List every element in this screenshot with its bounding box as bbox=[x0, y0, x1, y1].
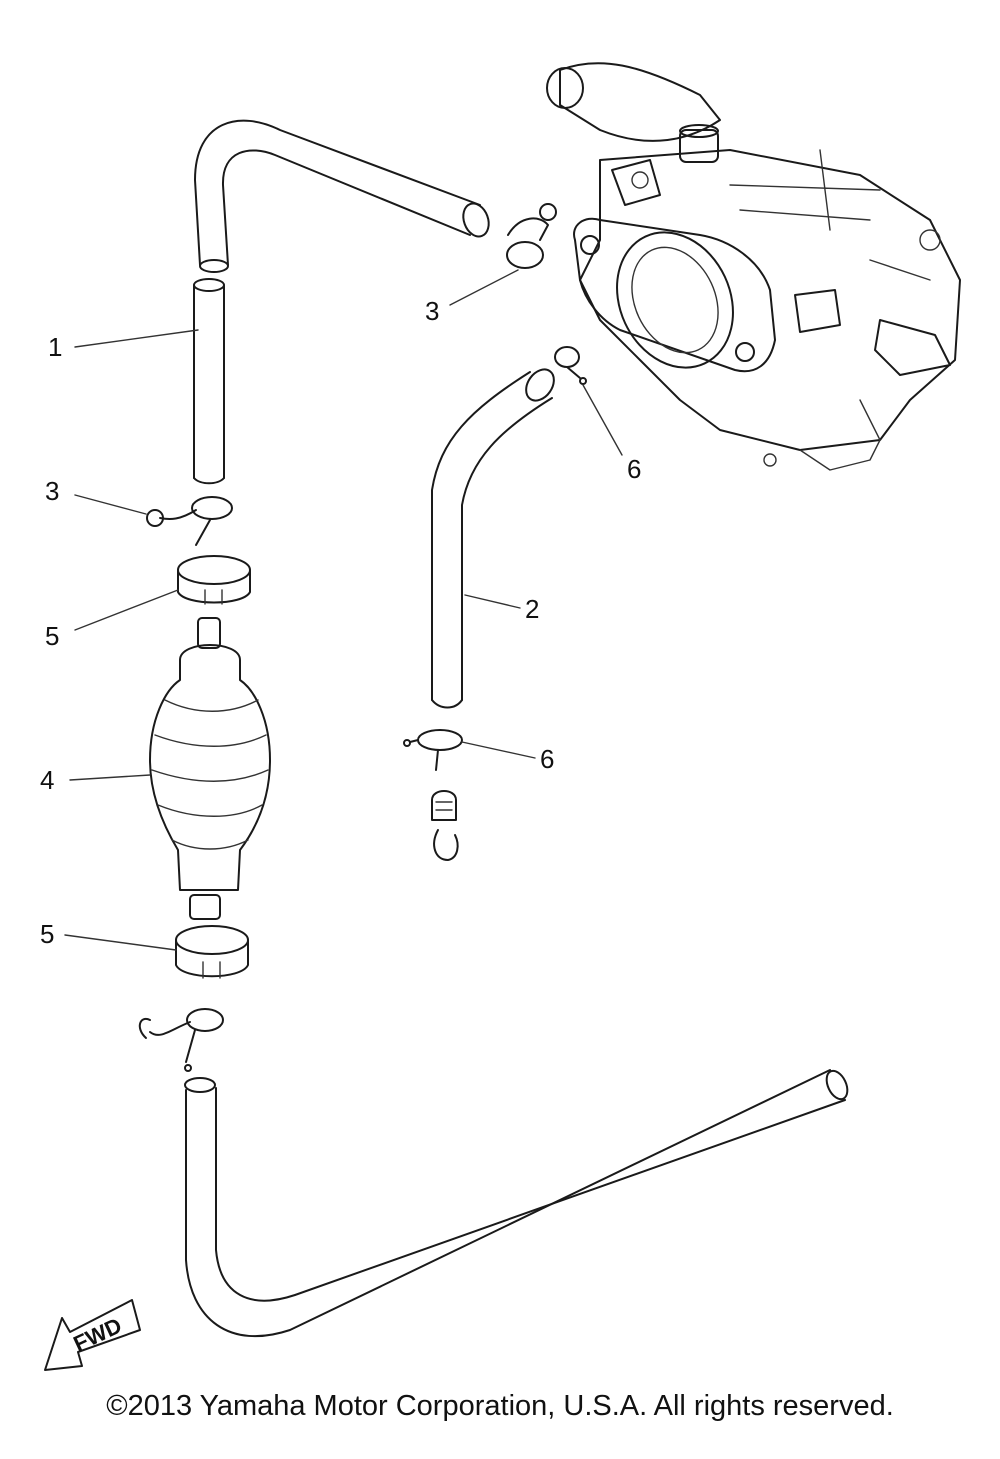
callout-2: 2 bbox=[525, 594, 539, 624]
fuel-hose-2 bbox=[431, 368, 555, 709]
hose-clip-3-top bbox=[506, 203, 557, 269]
callout-5-lower: 5 bbox=[40, 919, 54, 949]
callout-6-top: 6 bbox=[627, 454, 641, 484]
fuel-hose-1 bbox=[193, 119, 490, 485]
primer-bulb bbox=[149, 617, 271, 920]
hose-clip-lower bbox=[138, 1008, 224, 1072]
hose-fitting bbox=[431, 790, 459, 861]
copyright-notice: ©2013 Yamaha Motor Corporation, U.S.A. A… bbox=[106, 1390, 894, 1422]
callout-1: 1 bbox=[48, 332, 62, 362]
callout-4: 4 bbox=[40, 765, 54, 795]
forward-arrow-icon: FWD bbox=[44, 1299, 141, 1371]
hose-clip-6-bottom bbox=[403, 729, 463, 771]
callout-3-left: 3 bbox=[45, 476, 59, 506]
callout-5-upper: 5 bbox=[45, 621, 59, 651]
fuel-hose-lower bbox=[184, 1069, 849, 1338]
hose-clamp-upper bbox=[177, 555, 251, 605]
carburetor-assembly bbox=[546, 62, 961, 471]
callout-leaders bbox=[64, 269, 623, 951]
fwd-label: FWD bbox=[70, 1313, 126, 1357]
callout-6-bottom: 6 bbox=[540, 744, 554, 774]
callout-3-top: 3 bbox=[425, 296, 439, 326]
hose-clamp-lower bbox=[175, 925, 249, 979]
hose-clip-3-left bbox=[146, 496, 233, 546]
hose-clip-6-top bbox=[554, 346, 587, 385]
